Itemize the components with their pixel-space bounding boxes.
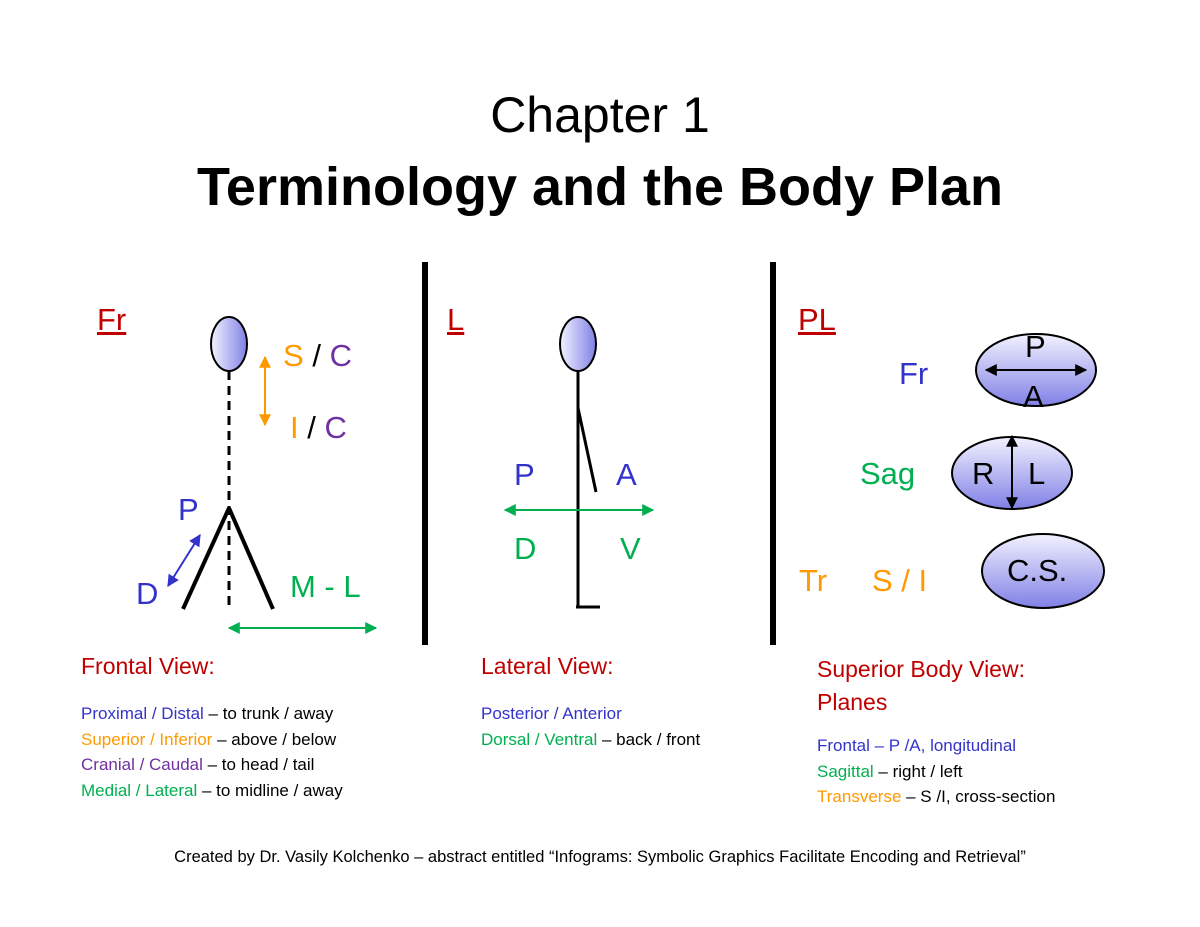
dorsal-label: D (514, 531, 537, 566)
frontal-legend: Proximal / Distal – to trunk / away Supe… (81, 701, 343, 803)
oval-cross-section-label: C.S. (1007, 553, 1068, 588)
proximal-distal-arrow (167, 533, 201, 588)
lateral-head (559, 316, 597, 372)
planes-legend: Frontal – P /A, longitudinal Sagittal – … (817, 733, 1055, 810)
oval-left-letter: L (1028, 456, 1046, 491)
anterior-label: A (616, 457, 637, 492)
lateral-arm (576, 407, 598, 493)
superior-inferior-label: S / I (872, 563, 928, 598)
lateral-legend: Posterior / Anterior Dorsal / Ventral – … (481, 701, 700, 752)
legend-item-proximal-distal: Proximal / Distal – to trunk / away (81, 704, 334, 723)
superior-letter: S (283, 338, 304, 373)
legend-item-superior-inferior: Superior / Inferior – above / below (81, 729, 337, 749)
chapter-heading: Chapter 1 (490, 87, 710, 143)
legend-item-medial-lateral: Medial / Lateral – to midline / away (81, 780, 343, 800)
inferior-letter: I (290, 410, 299, 445)
frontal-plane-label: Fr (899, 356, 929, 391)
transverse-plane-oval (981, 533, 1105, 609)
oval-right-letter: R (972, 456, 995, 491)
legend-item-transverse-plane: Transverse – S /I, cross-section (817, 787, 1056, 806)
medial-lateral-label: M - L (290, 569, 361, 604)
planes-view-title: Superior Body View: Planes (817, 656, 1025, 715)
frontal-heading: Fr (97, 302, 127, 337)
legend-item-cranial-caudal: Cranial / Caudal – to head / tail (81, 755, 315, 774)
planes-heading: PL (798, 302, 836, 337)
legend-item-posterior-anterior: Posterior / Anterior (481, 704, 622, 723)
lateral-heading: L (447, 302, 465, 337)
credit-line: Created by Dr. Vasily Kolchenko – abstra… (174, 848, 1026, 866)
frontal-view-title: Frontal View: (81, 653, 215, 679)
slash: / (312, 338, 321, 373)
caudal-letter: C (324, 410, 347, 445)
ventral-label: V (620, 531, 641, 566)
inferior-caudal-label: I / C (290, 410, 347, 446)
transverse-plane-label: Tr (799, 563, 828, 598)
superior-cranial-label: S / C (283, 338, 352, 374)
legend-item-dorsal-ventral: Dorsal / Ventral – back / front (481, 729, 701, 749)
frontal-leg-right (227, 507, 275, 610)
cranial-letter: C (329, 338, 352, 373)
proximal-label: P (178, 492, 199, 527)
frontal-head (210, 316, 248, 372)
posterior-label: P (514, 457, 535, 492)
page-title: Terminology and the Body Plan (196, 157, 1004, 217)
sagittal-plane-label: Sag (860, 456, 916, 491)
oval-posterior-letter: P (1025, 329, 1046, 364)
slash: / (307, 410, 316, 445)
legend-item-frontal-plane: Frontal – P /A, longitudinal (817, 736, 1017, 755)
distal-label: D (136, 576, 159, 611)
lateral-view-title: Lateral View: (481, 653, 614, 679)
legend-item-sagittal-plane: Sagittal – right / left (817, 761, 963, 781)
frontal-leg-left (181, 507, 231, 610)
oval-anterior-letter: A (1023, 379, 1044, 414)
